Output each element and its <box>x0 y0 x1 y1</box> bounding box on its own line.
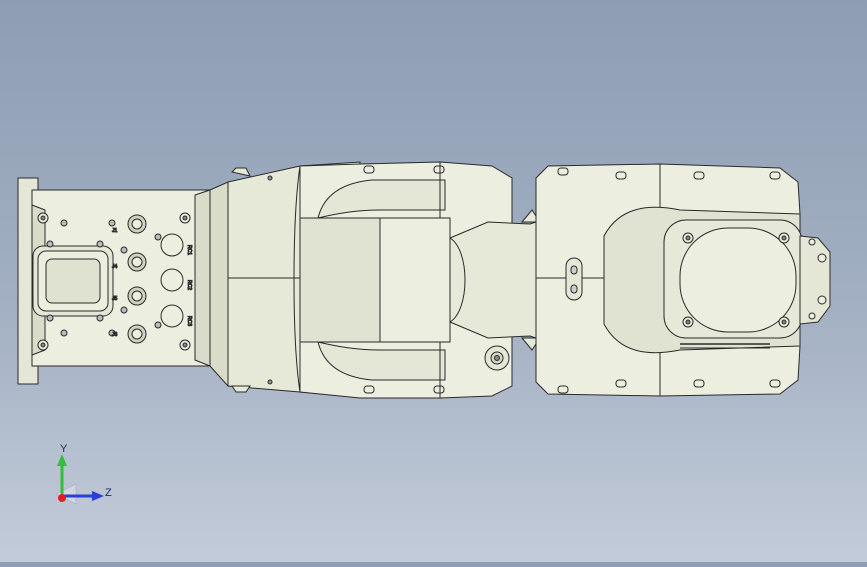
y-axis-label: Y <box>60 443 68 455</box>
base-side-label-rc3: RC3 <box>186 316 192 326</box>
x-axis-dot <box>58 494 66 502</box>
base-label-j1: J1 <box>112 228 118 234</box>
base-side-label-rc2: RC2 <box>186 280 192 290</box>
robot-wrist-flange[interactable] <box>663 219 831 349</box>
base-label-j6: J6 <box>112 332 118 338</box>
base-side-label-rc1: RC1 <box>186 245 192 255</box>
coordinate-triad: Y Z <box>55 443 112 505</box>
z-axis-label: Z <box>105 487 112 499</box>
base-label-j5: J5 <box>112 296 118 302</box>
robot-base[interactable] <box>17 177 211 385</box>
base-label-j4: J4 <box>112 264 118 270</box>
